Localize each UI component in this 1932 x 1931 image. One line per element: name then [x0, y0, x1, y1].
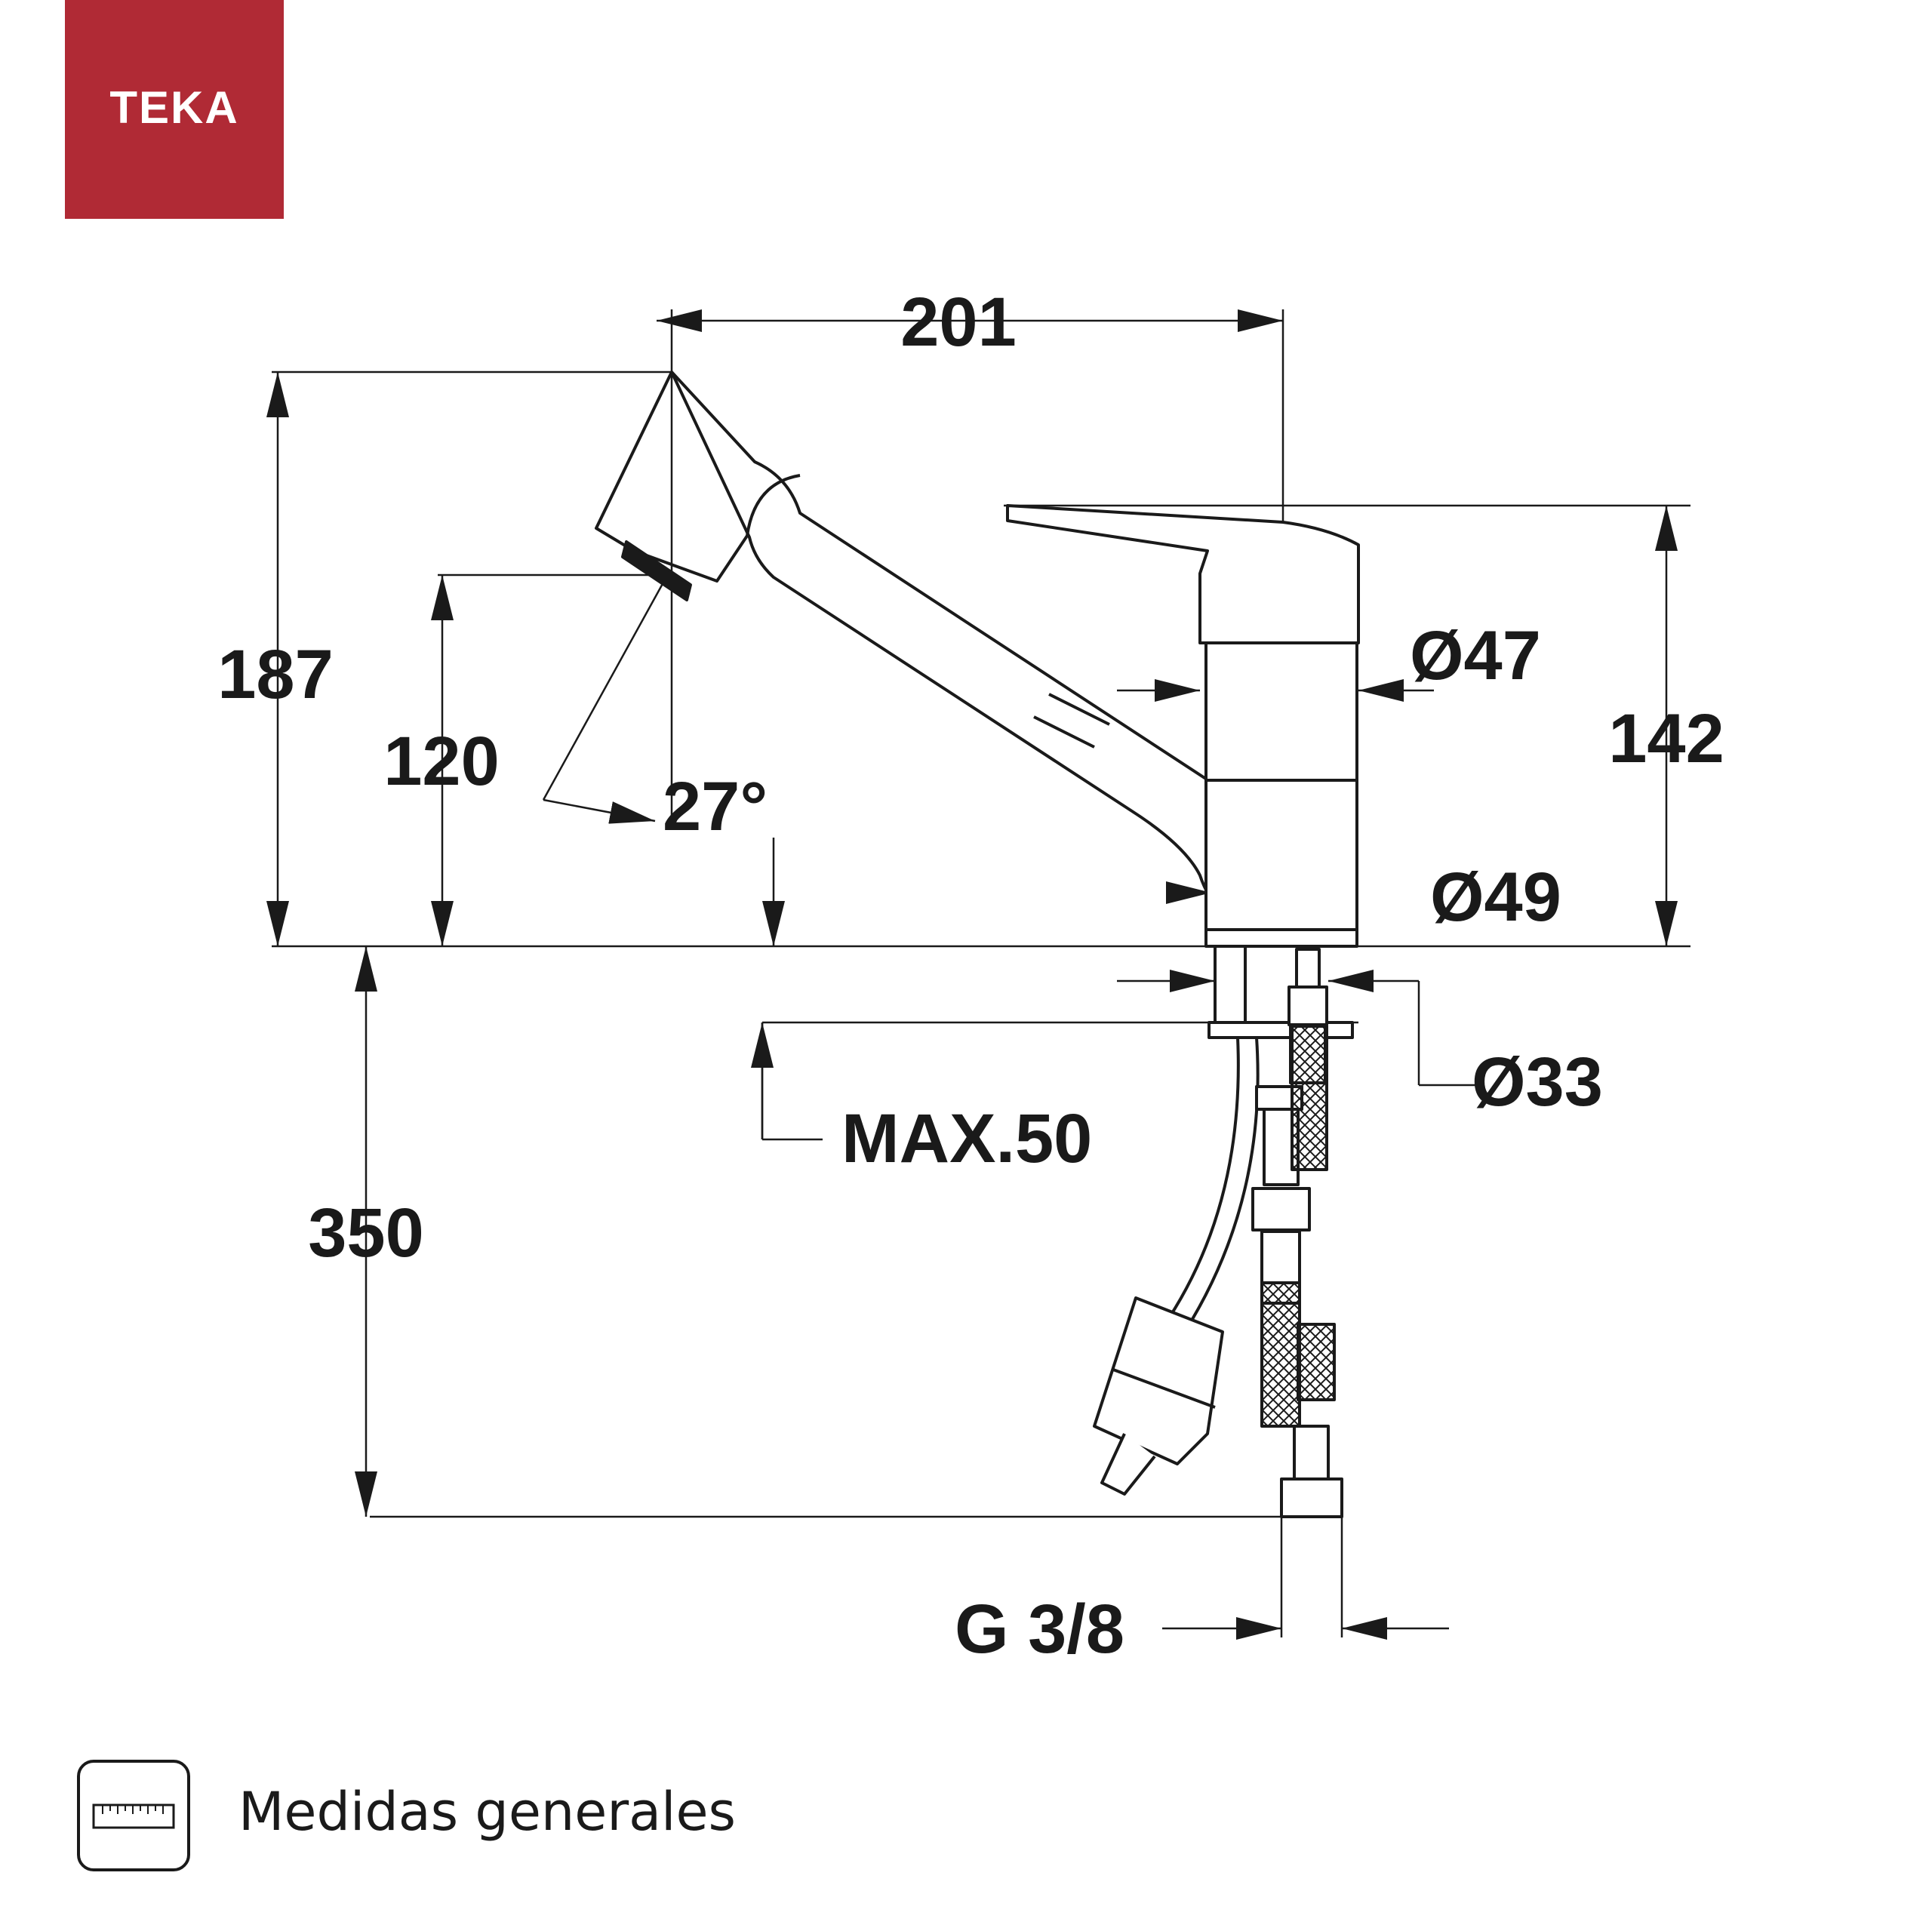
faucet-outline — [595, 371, 1360, 1518]
braided-hose-3 — [1297, 1323, 1336, 1401]
dim-g-3-8: G 3/8 — [955, 1591, 1124, 1668]
footer-label: Medidas generales — [238, 1781, 736, 1843]
connector-nut — [1280, 1477, 1343, 1518]
dimension-labels: 201 187 120 27° 142 Ø47 Ø49 Ø33 MAX.50 3… — [217, 284, 1724, 1668]
lever — [1006, 504, 1360, 644]
body-upper — [1204, 641, 1358, 782]
brand-logo-text: TEKA — [109, 82, 239, 133]
pullout-hose — [1161, 1036, 1260, 1345]
braided-hose-1 — [1291, 1025, 1328, 1171]
dim-27-deg: 27° — [663, 768, 768, 845]
dim-120: 120 — [383, 723, 500, 800]
dim-diameter-47: Ø47 — [1410, 617, 1541, 694]
dim-350: 350 — [308, 1195, 424, 1271]
hose-weight — [1093, 1296, 1224, 1465]
ruler-icon — [77, 1760, 190, 1871]
braided-hose-2 — [1260, 1281, 1301, 1428]
dim-142: 142 — [1608, 700, 1724, 777]
dim-187: 187 — [217, 636, 334, 713]
body-base — [1204, 928, 1358, 948]
shank — [1214, 945, 1247, 1035]
dim-max-50: MAX.50 — [841, 1100, 1092, 1177]
dim-diameter-33: Ø33 — [1472, 1044, 1603, 1121]
dim-201: 201 — [900, 284, 1017, 361]
brand-logo: TEKA — [65, 0, 284, 219]
dim-diameter-49: Ø49 — [1430, 859, 1561, 936]
body-lower — [1204, 779, 1358, 931]
